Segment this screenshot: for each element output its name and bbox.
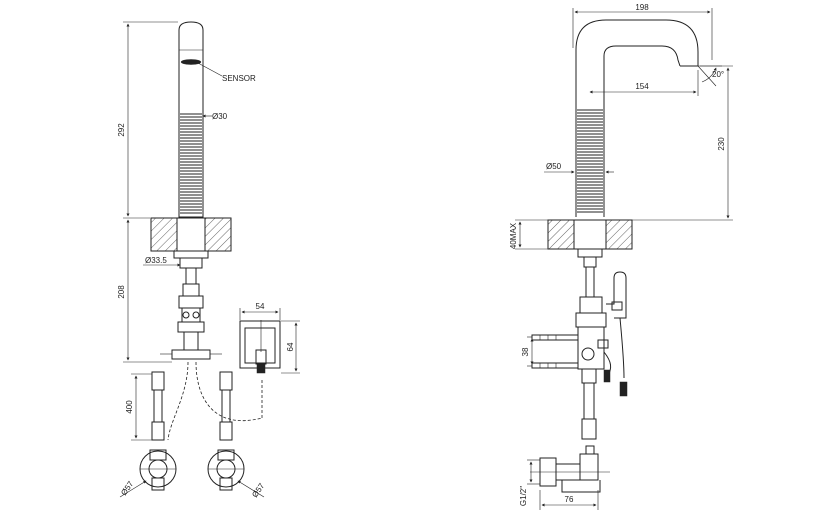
dim-diameter-right-rosette: Ø57	[250, 481, 266, 499]
front-dimensions: 292 SENSOR Ø30 Ø33.5 208 54 64	[117, 21, 300, 499]
side-view: 198 154 20° 230 Ø50 40MAX	[509, 3, 733, 510]
front-view: 292 SENSOR Ø30 Ø33.5 208 54 64	[117, 21, 300, 499]
dim-angle: 20°	[712, 70, 724, 79]
rosette-right	[207, 449, 245, 491]
dim-hose-length: 400	[125, 400, 134, 414]
side-dimensions: 198 154 20° 230 Ø50 40MAX	[509, 3, 733, 510]
side-spout	[575, 19, 699, 217]
dim-diameter-spout: Ø30	[212, 112, 228, 121]
dim-diameter-left-rosette: Ø57	[119, 479, 135, 497]
hose-right	[195, 361, 263, 441]
control-valve	[160, 283, 222, 360]
dim-box-height: 64	[286, 342, 295, 351]
dim-valve-spacing: 38	[521, 347, 530, 356]
spout-body	[178, 21, 204, 218]
side-valve-assembly	[531, 266, 628, 440]
dim-valve-depth: 76	[565, 495, 574, 504]
dim-thread: G1/2"	[519, 486, 528, 506]
dim-diameter-body: Ø50	[546, 162, 562, 171]
control-box	[239, 320, 281, 374]
dim-diameter-shank: Ø33.5	[145, 256, 167, 265]
side-angle-valve	[530, 445, 610, 493]
sensor-label: SENSOR	[222, 74, 256, 83]
ribbed-grip	[180, 113, 202, 214]
dim-below-deck: 208	[117, 285, 126, 299]
hose-left	[151, 361, 189, 441]
dim-overall-reach: 198	[635, 3, 649, 12]
rosette-left	[139, 449, 177, 491]
dim-height: 230	[717, 137, 726, 151]
dim-box-width: 54	[256, 302, 265, 311]
dim-spout-reach: 154	[635, 82, 649, 91]
side-ribbed-grip	[577, 109, 603, 213]
dim-spout-height: 292	[117, 123, 126, 137]
dim-deck-max: 40MAX	[509, 222, 518, 249]
